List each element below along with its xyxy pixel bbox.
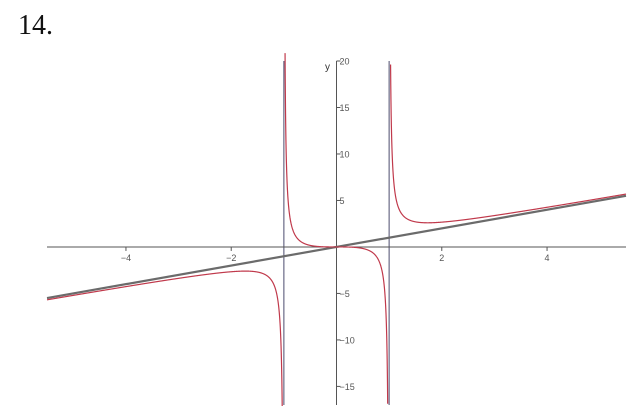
y-tick-label: 20	[340, 57, 350, 67]
x-tick-label: 4	[545, 253, 550, 263]
x-tick-label: −2	[226, 253, 236, 263]
problem-number: 14.	[18, 10, 53, 41]
x-tick-label: −4	[121, 253, 131, 263]
y-tick-label: −10	[340, 335, 355, 345]
y-tick-label: 5	[340, 196, 345, 206]
ticks: −4 −2 2 4 20 15 10 5 −5 −10 −15	[121, 57, 550, 392]
y-axis-label: y	[325, 62, 330, 73]
y-tick-label: −15	[340, 382, 355, 392]
axes: y	[47, 61, 626, 405]
curve-branch-2	[284, 53, 389, 404]
curve-branch-1	[46, 270, 283, 406]
y-tick-label: 15	[340, 103, 350, 113]
x-tick-label: 2	[439, 253, 444, 263]
curve-branch-3	[389, 64, 627, 224]
curve-group	[46, 53, 627, 406]
y-tick-label: −5	[340, 289, 350, 299]
vertical-asymptotes	[283, 61, 390, 405]
y-tick-label: 10	[340, 149, 350, 159]
